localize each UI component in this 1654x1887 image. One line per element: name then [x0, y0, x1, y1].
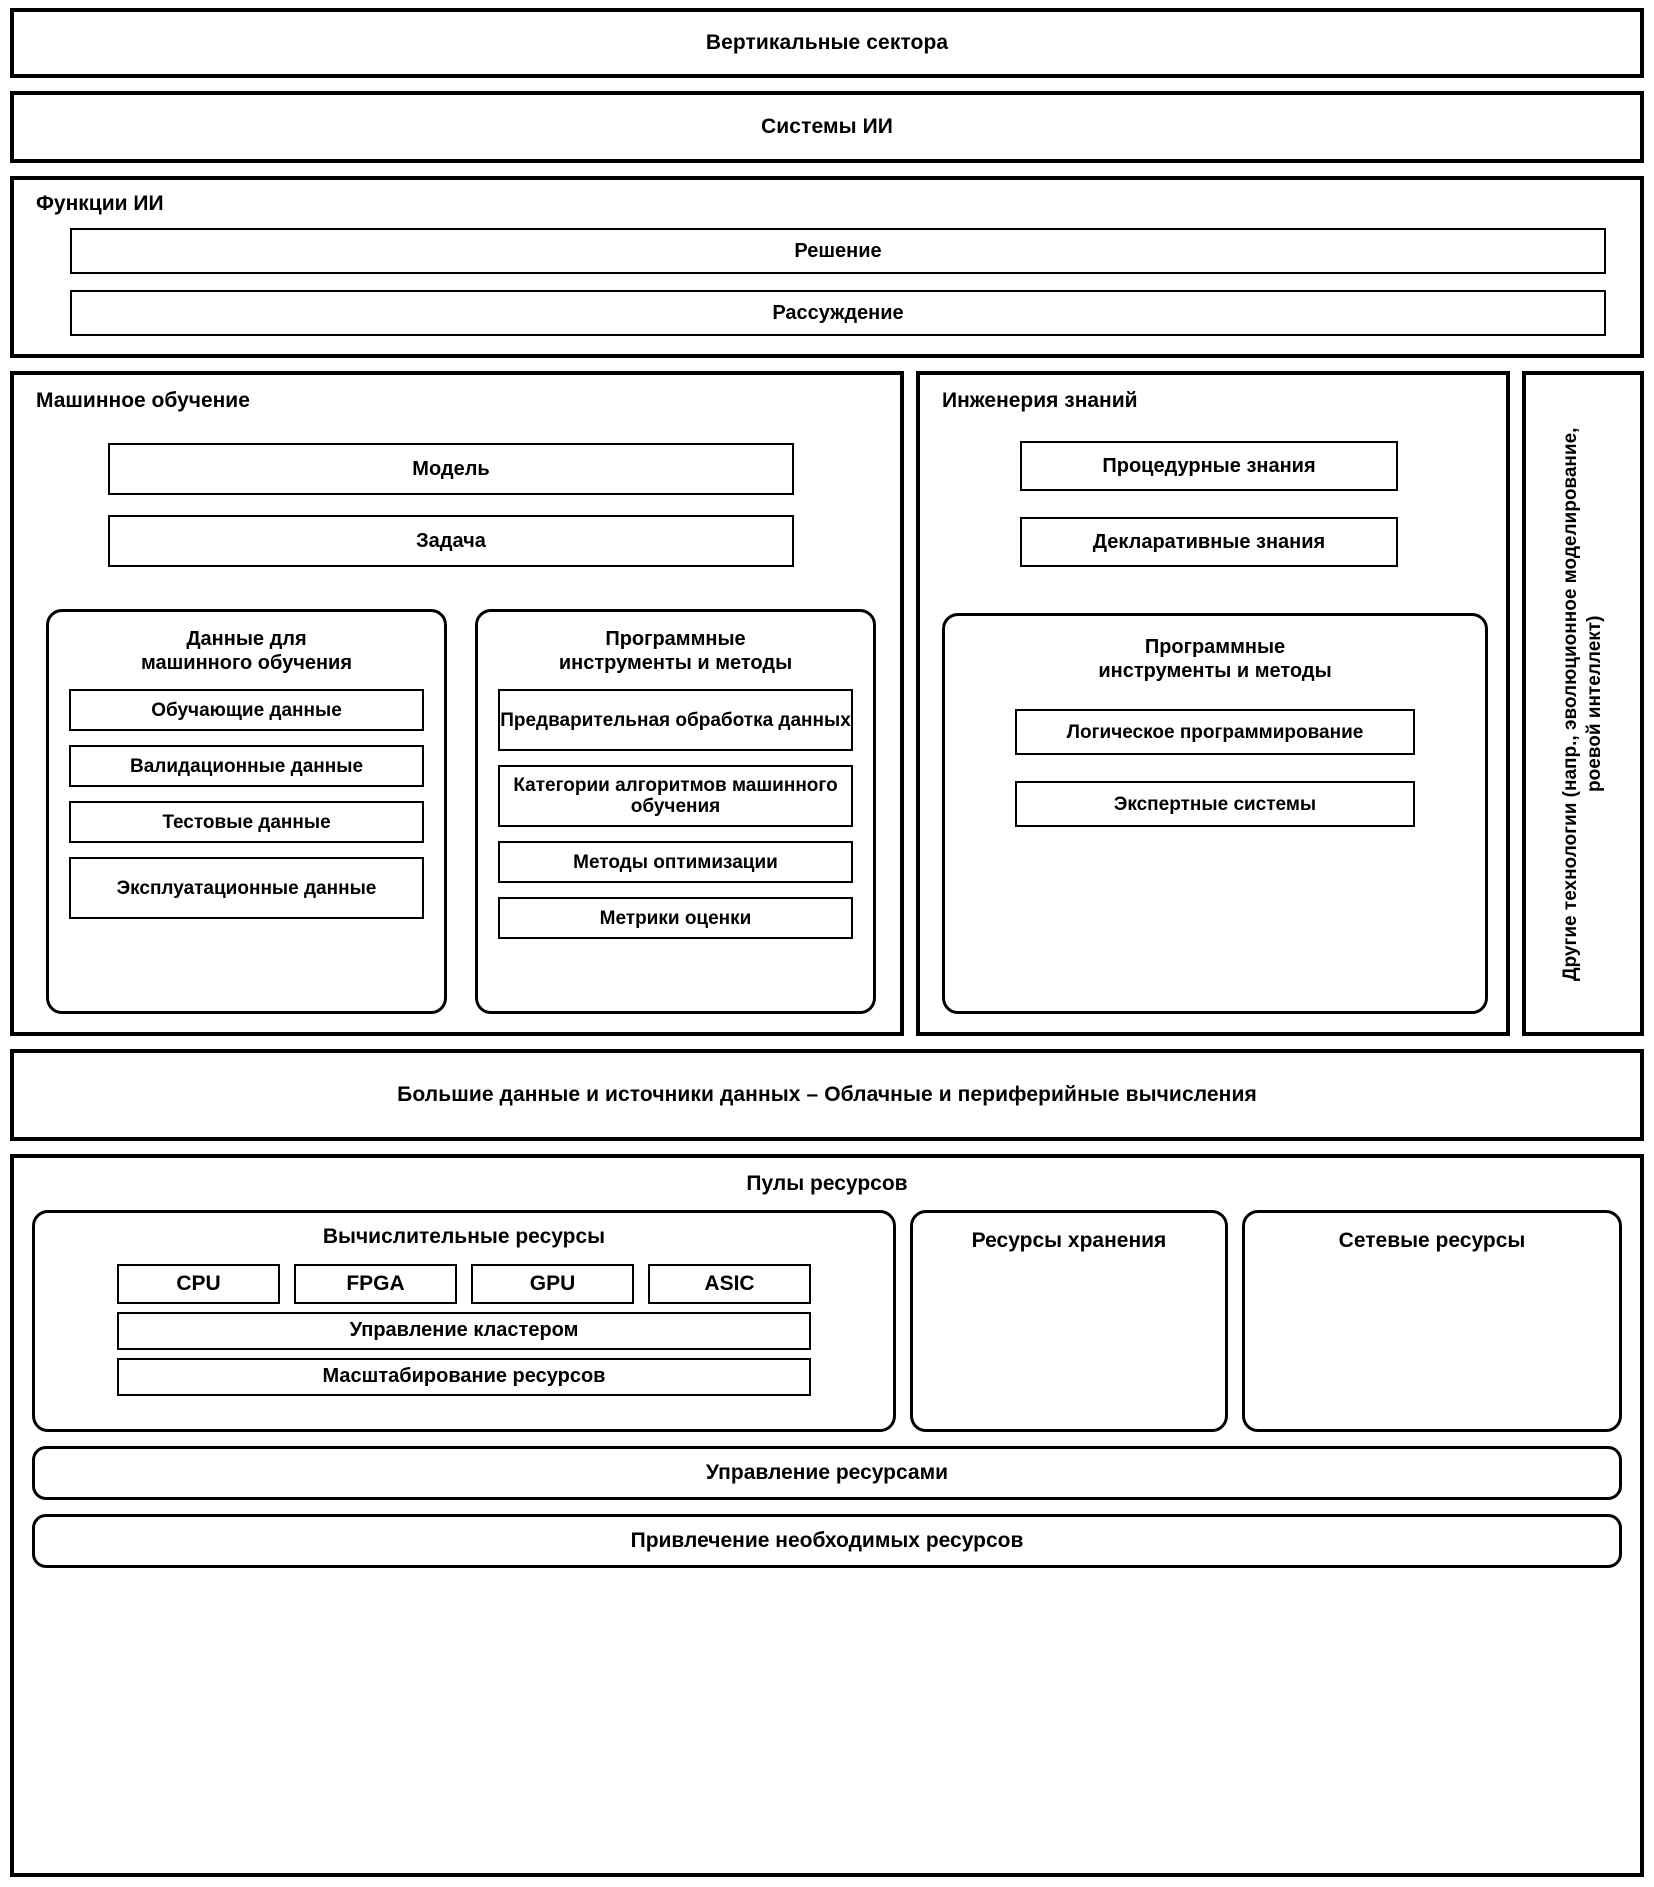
- other-technologies-section: Другие технологии (напр., эволюционное м…: [1522, 371, 1644, 1036]
- ml-data-group-heading: Данные для машинного обучения: [69, 628, 424, 675]
- ai-systems-label: Системы ИИ: [761, 115, 893, 138]
- compute-resources-heading: Вычислительные ресурсы: [322, 1225, 606, 1248]
- chip-asic: ASIC: [648, 1263, 811, 1304]
- ml-data-heading-line1: Данные для: [186, 628, 307, 650]
- ml-training-data: Обучающие данные: [69, 689, 424, 732]
- machine-learning-subgroups: Данные для машинного обучения Обучающие …: [36, 609, 882, 1014]
- other-technologies-label: Другие технологии (напр., эволюционное м…: [1560, 426, 1605, 981]
- knowledge-engineering-label: Инженерия знаний: [942, 389, 1138, 412]
- ml-evaluation-metrics: Метрики оценки: [498, 897, 853, 940]
- ke-procedural-knowledge: Процедурные знания: [1020, 441, 1398, 491]
- compute-resources-group: Вычислительные ресурсы CPU FPGA GPU ASIC…: [32, 1210, 896, 1432]
- ke-tools-heading-line2: инструменты и методы: [1098, 659, 1332, 682]
- network-resources-group: Сетевые ресурсы: [1242, 1210, 1622, 1432]
- core-technologies-row: Машинное обучение Модель Задача Данные д…: [10, 371, 1644, 1036]
- chip-cpu: CPU: [117, 1263, 280, 1304]
- compute-chip-row: CPU FPGA GPU ASIC: [117, 1263, 811, 1304]
- ai-functions-section: Функции ИИ Решение Рассуждение: [10, 176, 1644, 358]
- resource-management-bar: Управление ресурсами: [32, 1446, 1622, 1500]
- ke-expert-systems: Экспертные системы: [1015, 781, 1415, 828]
- ml-model-box: Модель: [108, 443, 794, 495]
- ml-operational-data: Эксплуатационные данные: [69, 857, 424, 920]
- ml-tools-heading-line2: инструменты и методы: [558, 651, 793, 674]
- ai-functions-label: Функции ИИ: [36, 192, 164, 215]
- chip-gpu: GPU: [471, 1263, 634, 1304]
- ml-data-group: Данные для машинного обучения Обучающие …: [46, 609, 447, 1014]
- ai-function-decision: Решение: [70, 228, 1606, 274]
- storage-resources-heading: Ресурсы хранения: [971, 1229, 1167, 1252]
- resource-pools-title: Пулы ресурсов: [746, 1172, 908, 1195]
- machine-learning-section: Машинное обучение Модель Задача Данные д…: [10, 371, 904, 1036]
- machine-learning-top-items: Модель Задача: [108, 443, 794, 567]
- ml-tools-group-heading: Программные инструменты и методы: [498, 628, 853, 675]
- ml-algorithm-categories: Категории алгоритмов машинного обучения: [498, 765, 853, 828]
- resource-scaling-bar: Масштабирование ресурсов: [117, 1357, 811, 1396]
- cluster-management-bar: Управление кластером: [117, 1311, 811, 1350]
- machine-learning-label: Машинное обучение: [36, 389, 250, 412]
- big-data-label: Большие данные и источники данных – Обла…: [397, 1083, 1257, 1106]
- vertical-sectors-band: Вертикальные сектора: [10, 8, 1644, 78]
- big-data-band: Большие данные и источники данных – Обла…: [10, 1049, 1644, 1141]
- ke-declarative-knowledge: Декларативные знания: [1020, 517, 1398, 567]
- knowledge-engineering-top-items: Процедурные знания Декларативные знания: [1020, 441, 1398, 567]
- vertical-sectors-label: Вертикальные сектора: [705, 31, 949, 54]
- ml-validation-data: Валидационные данные: [69, 745, 424, 788]
- ke-tools-heading-line1: Программные: [1144, 636, 1286, 658]
- ml-tools-heading-line1: Программные: [605, 628, 746, 650]
- resource-pools-row: Вычислительные ресурсы CPU FPGA GPU ASIC…: [32, 1210, 1622, 1432]
- ml-task-box: Задача: [108, 515, 794, 567]
- ml-tools-group: Программные инструменты и методы Предвар…: [475, 609, 876, 1014]
- storage-resources-group: Ресурсы хранения: [910, 1210, 1228, 1432]
- ke-tools-group-heading: Программные инструменты и методы: [967, 636, 1463, 683]
- ke-logic-programming: Логическое программирование: [1015, 709, 1415, 756]
- ai-function-reasoning: Рассуждение: [70, 290, 1606, 336]
- ml-optimization-methods: Методы оптимизации: [498, 841, 853, 884]
- ml-test-data: Тестовые данные: [69, 801, 424, 844]
- chip-fpga: FPGA: [294, 1263, 457, 1304]
- resource-pools-section: Пулы ресурсов Вычислительные ресурсы CPU…: [10, 1154, 1644, 1877]
- ai-systems-band: Системы ИИ: [10, 91, 1644, 163]
- resource-provisioning-bar: Привлечение необходимых ресурсов: [32, 1514, 1622, 1568]
- ml-data-preprocessing: Предварительная обработка данных: [498, 689, 853, 752]
- ml-data-heading-line2: машинного обучения: [140, 651, 353, 674]
- network-resources-heading: Сетевые ресурсы: [1338, 1229, 1526, 1252]
- knowledge-engineering-section: Инженерия знаний Процедурные знания Декл…: [916, 371, 1510, 1036]
- ke-tools-group: Программные инструменты и методы Логичес…: [942, 613, 1488, 1014]
